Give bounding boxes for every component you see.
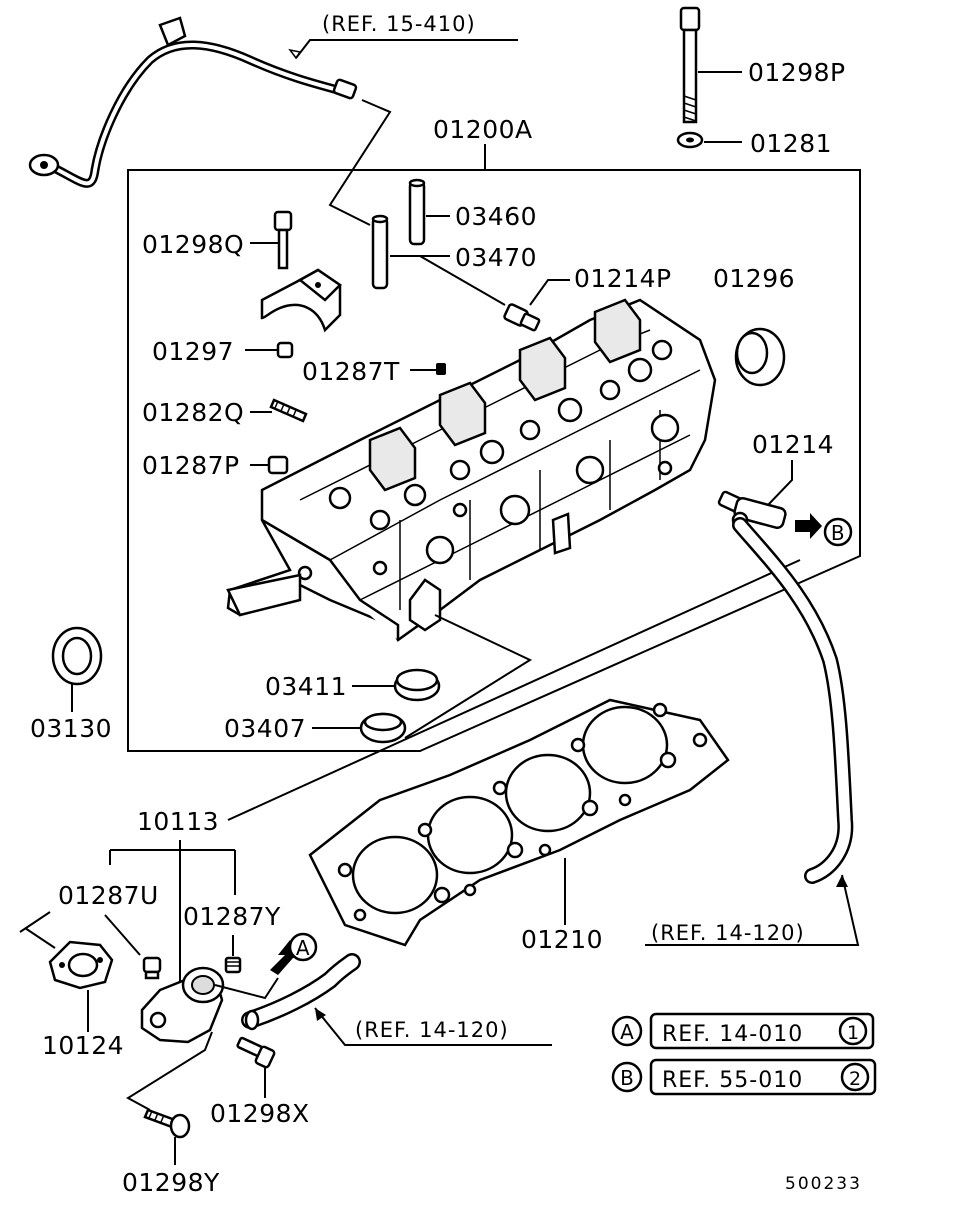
water-outlet-10113 (140, 966, 225, 1044)
label-ref-14-120-right: (REF. 14-120) (651, 921, 805, 945)
label-01298P: 01298P (748, 58, 846, 87)
leader-01214 (767, 460, 793, 506)
legend-B-letter: B (620, 1066, 634, 1090)
plug-01287U (142, 956, 162, 980)
bearing-cap (260, 268, 342, 333)
label-01281: 01281 (750, 129, 832, 158)
label-01214P: 01214P (574, 264, 672, 293)
label-01287T: 01287T (302, 357, 400, 386)
leader-arrow-A (214, 977, 279, 1000)
legend-B: B REF. 55-010 2 (611, 1058, 877, 1096)
label-10124: 10124 (42, 1031, 124, 1060)
legend-A-num-circle (838, 1016, 868, 1046)
bolt-01298X (236, 1036, 276, 1069)
valve-guide-03470 (371, 214, 389, 290)
plug-01287Y (224, 956, 242, 974)
gasket-10124 (48, 940, 114, 990)
legend-B-box (649, 1058, 877, 1096)
label-03130: 03130 (30, 714, 112, 743)
plug-01287P (267, 455, 289, 475)
legend-A-letter: A (620, 1020, 634, 1044)
water-hose-bottom (241, 953, 361, 1031)
label-01282Q: 01282Q (142, 398, 244, 427)
arrow-to-B (795, 513, 822, 539)
legend-A-ref: REF. 14-010 (662, 1022, 803, 1047)
seal-03130 (51, 626, 103, 686)
stud-01282Q (269, 398, 308, 423)
legend-B-num-circle (840, 1062, 870, 1092)
valve-guide-03460 (408, 178, 426, 246)
bolt-01298Q (273, 210, 293, 270)
leader-03470 (390, 255, 506, 306)
label-01287P: 01287P (142, 451, 240, 480)
legend-A: A REF. 14-010 1 (611, 1012, 875, 1050)
label-01298X: 01298X (210, 1099, 310, 1128)
leader-ref-15-410 (295, 39, 518, 59)
plug-01287T (436, 363, 446, 375)
legend-A-num: 1 (847, 1022, 859, 1044)
label-ref-15-410: (REF. 15-410) (322, 12, 476, 36)
label-01214: 01214 (752, 430, 834, 459)
callout-B-circle (823, 517, 853, 547)
label-01210: 01210 (521, 925, 603, 954)
callout-B-letter: B (831, 521, 845, 545)
head-gasket-01210 (308, 698, 730, 947)
label-10113: 10113 (137, 807, 219, 836)
legend-B-num: 2 (849, 1068, 861, 1090)
diagram-number: 500233 (785, 1174, 862, 1194)
bolt-01298Y (143, 1108, 191, 1139)
callout-A-circle (288, 932, 318, 962)
oil-pipe (28, 16, 358, 188)
leader-gasket-top (19, 911, 56, 949)
label-01298Q: 01298Q (142, 230, 244, 259)
cylinder-head (226, 298, 717, 642)
seat-03411 (393, 668, 441, 702)
plug-01214P (503, 303, 541, 332)
cap-01296 (734, 327, 786, 387)
label-ref-14-120-bottom: (REF. 14-120) (355, 1018, 509, 1042)
legend-B-ref: REF. 55-010 (662, 1068, 803, 1093)
leader-bolt-01298Y (126, 1031, 213, 1111)
label-01287U: 01287U (58, 881, 159, 910)
water-hose-right (732, 517, 854, 884)
leader-ref-14-120-bottom (314, 1007, 552, 1046)
callout-A-letter: A (296, 936, 310, 960)
leader-seats (404, 614, 533, 739)
seat-03407 (359, 712, 407, 744)
label-03407: 03407 (224, 714, 306, 743)
leader-01287U (104, 914, 141, 956)
legend-A-circle (611, 1015, 643, 1047)
leader-10113-head (227, 559, 801, 821)
label-03460: 03460 (455, 202, 537, 231)
legend-B-circle (611, 1061, 643, 1093)
leader-ref-14-120-right (645, 874, 860, 946)
label-01287Y: 01287Y (183, 902, 281, 931)
label-03470: 03470 (455, 243, 537, 272)
leader-01214P (529, 279, 570, 306)
legend-A-box (649, 1012, 875, 1050)
assembly-boundary (127, 169, 861, 752)
label-01297: 01297 (152, 337, 234, 366)
leader-pipe-to-head (328, 99, 392, 226)
label-01298Y: 01298Y (122, 1168, 220, 1197)
dowel-01297 (276, 341, 294, 359)
label-01200A: 01200A (433, 115, 533, 144)
label-03411: 03411 (265, 672, 347, 701)
label-01296: 01296 (713, 264, 795, 293)
bolt-01298P (679, 6, 701, 124)
leader-10113 (109, 840, 236, 990)
